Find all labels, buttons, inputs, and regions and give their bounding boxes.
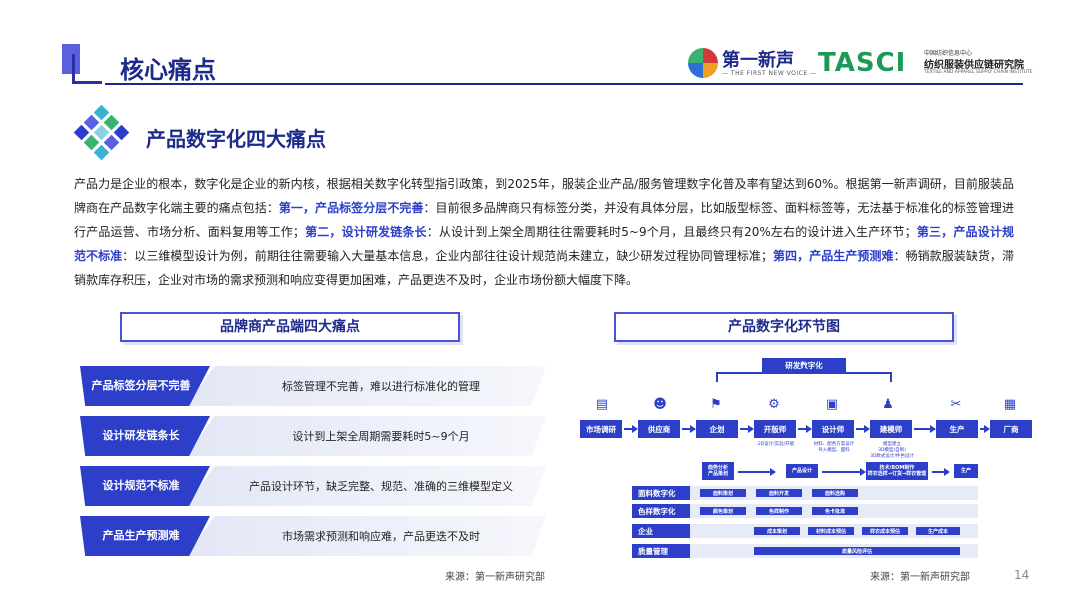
note-modeler: 模型建立 3D模型(自制) 3D款式设计/件色设计 — [870, 442, 914, 459]
flow-step-market-research: 市场调研 — [580, 420, 622, 438]
pain-desc: 产品设计环节，缺乏完整、规范、准确的三维模型定义 — [186, 466, 546, 506]
digitization-diagram-title: 产品数字化环节图 — [614, 312, 954, 342]
brand-pain-points-title: 品牌商产品端四大痛点 — [120, 312, 460, 342]
header-divider — [105, 83, 1023, 85]
lane-chip: 生产成本 — [916, 527, 960, 535]
modeler-icon: ♟ — [882, 397, 894, 412]
flow-step-modeler: 建模师 — [870, 420, 912, 438]
flow-arrow — [798, 425, 812, 433]
pain-desc: 市场需求预测和响应难，产品更迭不及时 — [186, 516, 546, 556]
digitization-flow-diagram: 研发数字化 ▤ ☻ ⚑ ⚙ ▣ ♟ ✂ ▦ 市场调研 供应商 企划 开版师 设计… — [576, 352, 1036, 567]
lane-fabric: 面料数字化 — [632, 486, 978, 500]
page-number: 14 — [1014, 568, 1030, 582]
section-title: 产品数字化四大痛点 — [146, 127, 326, 151]
pain-label: 设计研发链条长 — [80, 416, 210, 456]
flow-step-manufacturer: 厂商 — [990, 420, 1032, 438]
globe-icon — [688, 48, 718, 78]
row2-arrow — [932, 468, 950, 476]
rd-bracket — [716, 372, 892, 382]
planning-icon: ⚑ — [710, 397, 722, 412]
page-title: 核心痛点 — [120, 56, 216, 84]
pain-label: 产品标签分层不完善 — [80, 366, 210, 406]
diamond-cluster-icon — [73, 104, 130, 161]
source-note-left: 来源：第一新声研究部 — [445, 572, 545, 583]
highlight-pain-3: 第三，产品设计规范不标准 — [74, 225, 1014, 263]
lane-chip: 质量风险评估 — [754, 547, 960, 555]
lane-chip: 色卡批准 — [812, 507, 858, 515]
lane-chip: 材料成本预估 — [808, 527, 854, 535]
pain-label: 产品生产预测难 — [80, 516, 210, 556]
flow-step-planning: 企划 — [696, 420, 738, 438]
lane-chip: 面料开发 — [756, 489, 802, 497]
lane-chip: 颜色策划 — [700, 507, 746, 515]
highlight-pain-4: 第四，产品生产预测难 — [772, 249, 894, 263]
flow-step-supplier: 供应商 — [638, 420, 680, 438]
note-pattern-maker: 2D设计/实验/开版 — [757, 442, 795, 447]
pain-row: 标签管理不完善，难以进行标准化的管理 产品标签分层不完善 — [80, 366, 546, 406]
highlight-pain-2: 第二，设计研发链条长 — [304, 225, 427, 239]
factory-icon: ▦ — [1003, 397, 1017, 412]
lane-chip: 样衣成本预估 — [862, 527, 908, 535]
pain-row: 设计到上架全周期需要耗时5~9个月 设计研发链条长 — [80, 416, 546, 456]
source-note-right: 来源：第一新声研究部 — [870, 572, 970, 583]
flow-step-designer: 设计师 — [812, 420, 854, 438]
tools-icon: ✂ — [950, 397, 962, 412]
pain-desc: 设计到上架全周期需要耗时5~9个月 — [186, 416, 546, 456]
lane-chip: 色样制作 — [756, 507, 802, 515]
pain-row: 产品设计环节，缺乏完整、规范、准确的三维模型定义 设计规范不标准 — [80, 466, 546, 506]
note-designer: 材料、配色方案设计 导入模型、面料 — [813, 442, 855, 453]
flow-arrow — [914, 425, 936, 433]
gears-icon: ⚙ — [768, 397, 780, 412]
flow-arrow — [980, 425, 990, 433]
row2-arrow — [822, 468, 866, 476]
document-icon: ▤ — [595, 397, 609, 412]
flow-step-pattern-maker: 开版师 — [754, 420, 796, 438]
flow-arrow — [624, 425, 638, 433]
pain-row: 市场需求预测和响应难，产品更迭不及时 产品生产预测难 — [80, 516, 546, 556]
flow-arrow — [856, 425, 870, 433]
product-design-box: 产品设计 — [786, 464, 818, 478]
lane-chip: 成本策划 — [754, 527, 800, 535]
pain-label: 设计规范不标准 — [80, 466, 210, 506]
first-new-voice-logo: 第一新声 — THE FIRST NEW VOICE — — [688, 44, 816, 80]
tech-bom-box: 技术/BOM制作 样衣选样→订货→样衣管理 — [866, 462, 928, 480]
lane-chip: 面料选购 — [812, 489, 858, 497]
pain-desc: 标签管理不完善，难以进行标准化的管理 — [186, 366, 546, 406]
lane-chip: 面料策划 — [700, 489, 746, 497]
highlight-pain-1: 第一，产品标签分层不完善 — [278, 201, 424, 215]
users-icon: ☻ — [653, 397, 667, 412]
lane-color: 色样数字化 — [632, 504, 978, 518]
intro-paragraph: 产品力是企业的根本，数字化是企业的新内核，根据相关数字化转型指引政策，到2025… — [74, 177, 1014, 287]
flow-arrow — [740, 425, 754, 433]
row2-arrow — [738, 468, 776, 476]
monitor-icon: ▣ — [825, 397, 839, 412]
row2-production-box: 生产 — [954, 464, 978, 478]
flow-step-production: 生产 — [936, 420, 978, 438]
flow-arrow — [682, 425, 696, 433]
tasci-logo: TASCI 中国纺织信息中心 纺织服装供应链研究院 TEXTILE AND AP… — [818, 48, 1033, 78]
title-bracket-decoration — [62, 44, 106, 84]
trend-analysis-box: 趋势分析 产品策划 — [702, 462, 734, 480]
